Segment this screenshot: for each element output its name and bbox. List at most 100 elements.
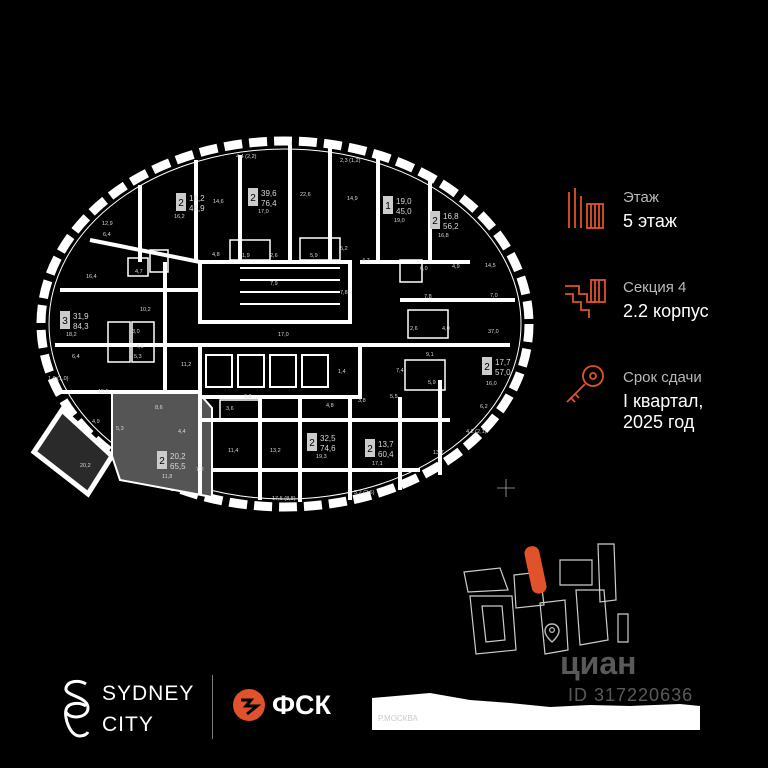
room-area: 3,0 (132, 329, 140, 335)
room-area: 7,8 (340, 290, 348, 296)
room-area: 37,0 (488, 329, 499, 335)
room-area: 19,3 (316, 454, 327, 460)
deadline-info: Срок сдачи I квартал, 2025 год (565, 365, 760, 455)
svg-text:2: 2 (178, 198, 184, 209)
room-area: 17,0 (278, 332, 289, 338)
room-area: 15,5 (98, 389, 109, 395)
room-area: 11,8 (162, 474, 172, 480)
fsk-logo-icon (233, 689, 265, 721)
apartment-label: 2 17,7 57,0 (482, 357, 511, 377)
logo-divider (212, 675, 213, 739)
svg-text:2: 2 (309, 438, 315, 449)
room-area: 18,2 (66, 332, 77, 338)
section-label: Секция 4 (623, 279, 687, 296)
deadline-value: I квартал, 2025 год (623, 391, 704, 432)
room-area: 5,3 (116, 426, 124, 432)
stairs-section-icon (565, 279, 606, 318)
building-inner-outline (48, 148, 522, 500)
room-area: 4,0 (442, 326, 450, 332)
svg-text:65,5: 65,5 (170, 462, 186, 471)
watermark-id: ID 317220636 (568, 685, 694, 705)
room-area: 10,2 (140, 307, 151, 313)
building-floors-icon (568, 188, 604, 229)
room-area: 4,4 (2,2) (236, 154, 257, 160)
room-area: 13,7 (433, 450, 444, 456)
room-area: 4,7 (362, 258, 370, 264)
room-area: 11,4 (228, 448, 238, 454)
room-area: 2,6 (270, 253, 278, 259)
fsk-logo: ФСК (232, 686, 352, 726)
apartment-labels: 2 16,2 46,9 2 39,6 76,4 1 19,0 45,0 2 16… (60, 188, 511, 471)
room-area: 7,2 (196, 467, 204, 473)
room-area: 17,1 (372, 461, 383, 467)
svg-text:19,0: 19,0 (396, 197, 412, 206)
room-area: 19,0 (394, 218, 405, 224)
room-area: 4,7 (135, 269, 143, 275)
room-area: 13,2 (270, 448, 281, 454)
room-area: 17,6 (8,8) (272, 496, 296, 502)
svg-text:74,6: 74,6 (320, 444, 336, 453)
apartment-label: 1 19,0 45,0 (383, 196, 412, 216)
svg-text:16,2: 16,2 (189, 194, 205, 203)
svg-text:39,6: 39,6 (261, 189, 277, 198)
river-label: Р.МОСКВА (378, 714, 418, 723)
room-area: 9,1 (426, 352, 434, 358)
room-area: 6,2 (480, 404, 488, 410)
room-area: 5,2 (2,6) (354, 490, 375, 496)
room-area: 4,2 (2,1) (466, 429, 487, 435)
floor-label: Этаж (623, 189, 659, 206)
svg-text:57,0: 57,0 (495, 368, 511, 377)
floor-info: Этаж 5 этаж (565, 185, 760, 275)
minor-walls (107, 237, 449, 421)
watermark-brand: циан (560, 645, 637, 681)
room-area: 7,9 (270, 281, 278, 287)
room-area: 8,6 (155, 405, 163, 411)
svg-text:60,4: 60,4 (378, 450, 394, 459)
svg-text:31,9: 31,9 (73, 312, 89, 321)
room-area: 5,3 (134, 354, 142, 360)
room-area: 4,9 (92, 419, 100, 425)
svg-text:20,2: 20,2 (170, 452, 186, 461)
svg-text:2: 2 (484, 362, 490, 373)
apartment-label: 2 16,2 46,9 (176, 193, 205, 213)
svg-text:16,8: 16,8 (443, 212, 459, 221)
sydney-logo-icon (64, 679, 90, 738)
room-area: 16,2 (174, 214, 185, 220)
svg-text:3: 3 (62, 316, 68, 327)
room-area: 5,5 (390, 394, 398, 400)
room-area: 7,8 (424, 294, 432, 300)
svg-text:56,2: 56,2 (443, 222, 459, 231)
room-area: 14,5 (485, 263, 496, 269)
room-area: 9,9 (244, 394, 252, 400)
apartment-label: 3 31,9 84,3 (60, 311, 89, 331)
room-area: 16,4 (86, 274, 97, 280)
room-area: 16,8 (438, 233, 449, 239)
room-area: 5,2 (340, 246, 348, 252)
deadline-label: Срок сдачи (623, 369, 702, 386)
compass-icon (497, 479, 515, 497)
location-pin-icon (544, 623, 560, 643)
room-area: 17,0 (258, 209, 269, 215)
room-area: 20,2 (80, 463, 91, 469)
room-area: 6,4 (103, 232, 111, 238)
room-area: 4,8 (326, 403, 334, 409)
building-outline (36, 136, 534, 512)
floor-value: 5 этаж (623, 211, 677, 231)
apartment-label: 2 13,7 60,4 (365, 439, 394, 459)
city-text: CITY (102, 713, 154, 736)
svg-text:32,5: 32,5 (320, 434, 336, 443)
room-area: 6,4 (72, 354, 80, 360)
svg-text:84,3: 84,3 (73, 322, 89, 331)
balcony-outline (30, 406, 116, 498)
room-area: 6,0 (420, 266, 428, 272)
room-area: 7,0 (490, 293, 498, 299)
core (198, 260, 362, 399)
fsk-wordmark: ФСК (272, 690, 332, 720)
room-area: 14,9 (347, 196, 358, 202)
svg-text:45,0: 45,0 (396, 207, 412, 216)
svg-text:2: 2 (432, 216, 438, 227)
section-info: Секция 4 2.2 корпус (565, 275, 760, 365)
room-area-labels: 4,4 (2,2) 2,3 (1,2) 12,9 16,2 14,6 17,0 … (48, 154, 499, 502)
apartment-label: 2 39,6 76,4 (248, 188, 277, 208)
